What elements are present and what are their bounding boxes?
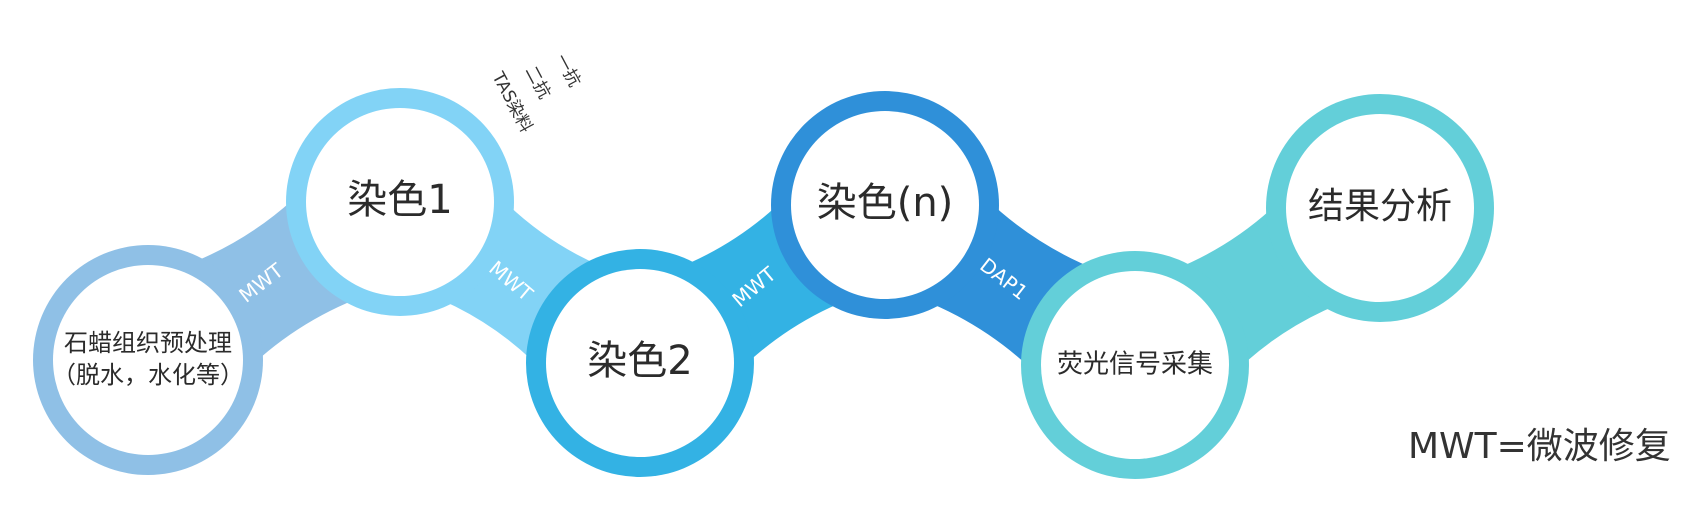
step-face-stain1 — [306, 108, 494, 296]
nodes-layer — [33, 88, 1494, 479]
step-label-stain1: 染色1 — [347, 177, 452, 223]
node-labels-layer: 石蜡组织预处理 （脱水，水化等） 染色1 染色2 染色(n) 荧光信号采集 结果分析 — [52, 177, 1452, 389]
step-label-pretreatment-line-0: 石蜡组织预处理 — [64, 329, 232, 357]
step-face-analysis — [1286, 114, 1474, 302]
step-face-stain2 — [546, 269, 734, 457]
step-face-fluorescence — [1041, 271, 1229, 459]
step-label-stainN: 染色(n) — [817, 180, 954, 226]
step-face-pretreatment — [53, 265, 243, 455]
stain-note-secondary-antibody: 二抗 — [521, 63, 555, 102]
step-label-stain2: 染色2 — [587, 338, 692, 384]
stain-note-primary-antibody: 一抗 — [551, 51, 585, 90]
step-label-fluorescence: 荧光信号采集 — [1057, 350, 1213, 380]
stain-notes: 一抗 二抗 TAS染料 — [487, 51, 584, 136]
step-face-stainN — [791, 111, 979, 299]
step-label-analysis: 结果分析 — [1308, 186, 1452, 227]
legend-mwt: MWT=微波修复 — [1408, 426, 1671, 467]
step-label-pretreatment-line-1: （脱水，水化等） — [52, 361, 244, 389]
